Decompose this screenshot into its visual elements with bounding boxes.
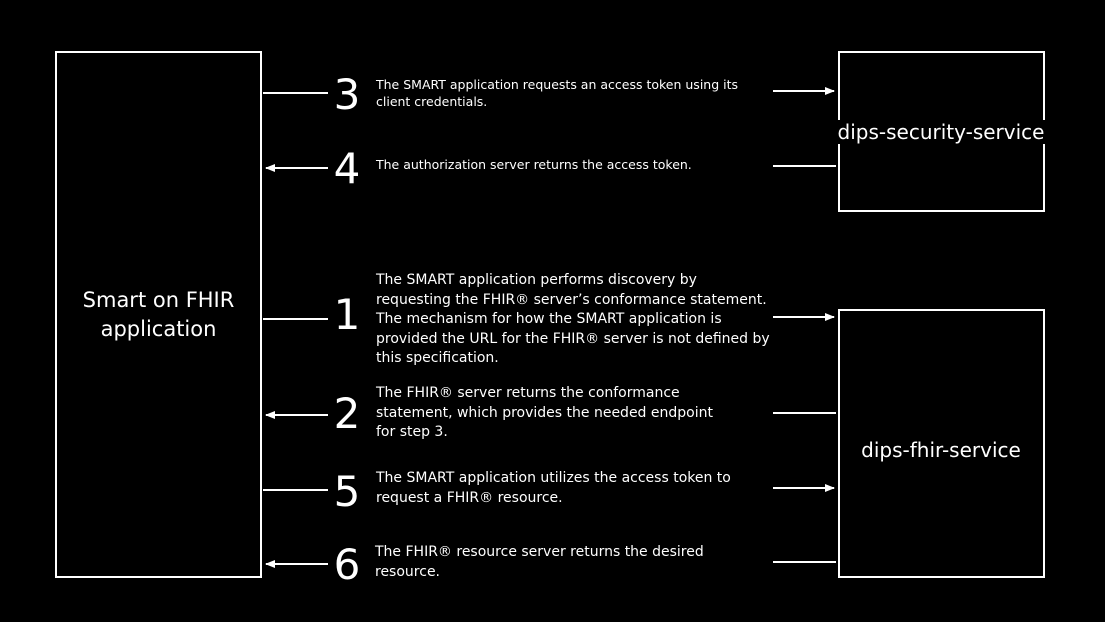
step-3-description: The SMART application requests an access… [376, 77, 739, 109]
step-4-number: 4 [333, 144, 361, 193]
step-1-description: The SMART application performs discovery… [376, 272, 770, 366]
step-1-number: 1 [333, 290, 361, 339]
fhir-service-label: dips-fhir-service [859, 438, 1023, 462]
step-3-number: 3 [333, 70, 361, 119]
step-4-description: The authorization server returns the acc… [376, 157, 692, 172]
step-6-description: The FHIR® resource server returns the de… [375, 544, 704, 580]
step-2-description: The FHIR® server returns the conformance… [376, 385, 713, 440]
smart-on-fhir-application-box: Smart on FHIR application [55, 51, 262, 578]
security-service-label: dips-security-service [835, 120, 1047, 144]
step-5-number: 5 [333, 467, 361, 516]
step-2-number: 2 [333, 389, 361, 438]
app-box-label: Smart on FHIR application [82, 287, 235, 341]
dips-fhir-service-box [838, 309, 1045, 578]
step-5-description: The SMART application utilizes the acces… [376, 470, 731, 506]
step-6-number: 6 [333, 540, 361, 589]
